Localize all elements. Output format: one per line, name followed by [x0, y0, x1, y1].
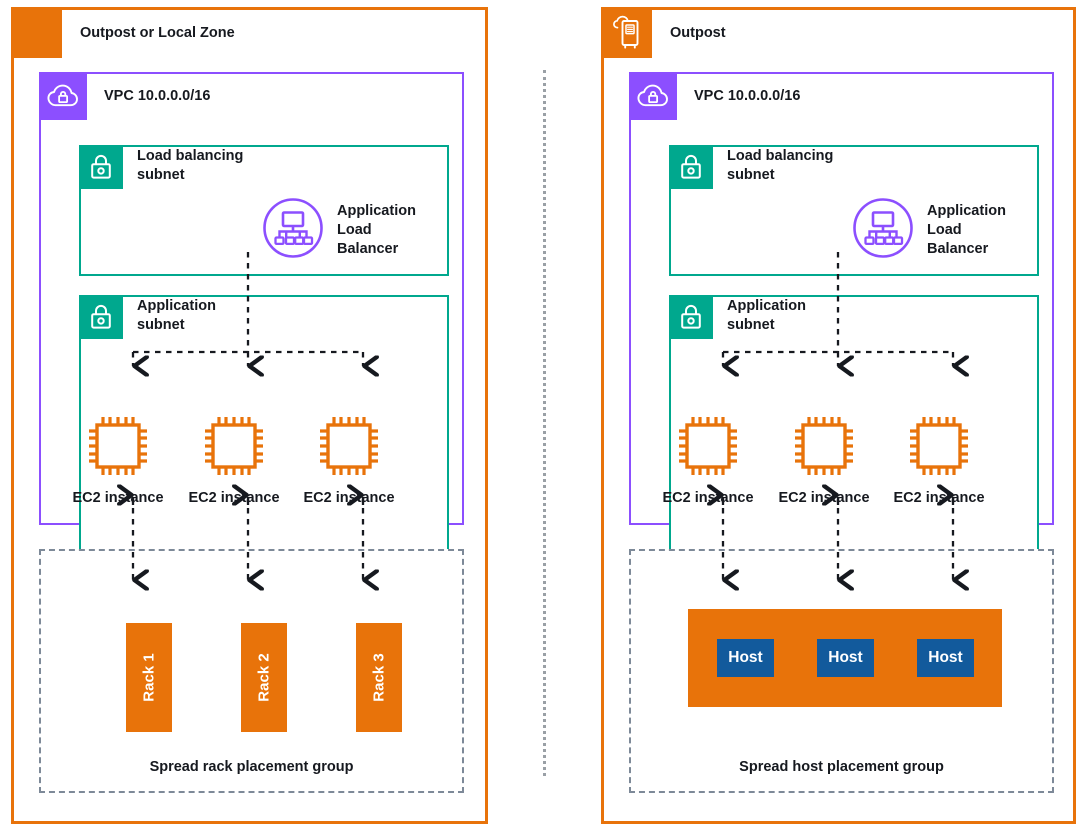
- ec2-instance-icon: [795, 417, 853, 475]
- panel-header-left: Outpost or Local Zone: [11, 7, 235, 58]
- ec2-instance-right-2[interactable]: EC2 instance: [776, 412, 872, 506]
- subnet-label-lb-right-line1: Load balancing: [727, 148, 834, 164]
- subnet-application-right: Application subnet EC2 inst: [662, 295, 1039, 555]
- ec2-label-right-2: EC2 instance: [778, 490, 870, 506]
- panel-outpost: Outpost VPC 10.0.0.0/16: [601, 7, 1076, 824]
- rack-2[interactable]: Rack 2: [241, 623, 287, 732]
- ec2-instance-icon: [910, 417, 968, 475]
- ec2-instance-icon: [205, 417, 263, 475]
- subnet-lock-icon: [79, 145, 123, 189]
- subnet-application-left: Application subnet: [72, 295, 449, 555]
- host-3-label: Host: [928, 649, 963, 666]
- vpc-header-left: VPC 10.0.0.0/16: [39, 72, 210, 120]
- subnet-label-lb-right: Load balancing subnet: [727, 147, 833, 186]
- subnet-label-app-left: Application subnet: [137, 297, 216, 336]
- ec2-label-right-3: EC2 instance: [893, 490, 985, 506]
- rack-1-label: Rack 1: [140, 653, 158, 702]
- panel-divider: [543, 70, 546, 776]
- host-3[interactable]: Host: [917, 639, 974, 677]
- vpc-cloud-lock-icon: [39, 72, 87, 120]
- alb-label-left-line2: Load: [337, 221, 372, 238]
- subnet-header-lb-right: Load balancing subnet: [669, 145, 833, 189]
- subnet-load-balancing-right: Load balancing subnet: [669, 145, 1039, 276]
- application-load-balancer-icon: [852, 197, 914, 264]
- ec2-instance-left-2[interactable]: EC2 instance: [186, 412, 282, 506]
- ec2-instance-right-3[interactable]: EC2 instance: [891, 412, 987, 506]
- subnet-label-lb-left-line1: Load balancing: [137, 148, 244, 164]
- application-load-balancer-left[interactable]: Application Load Balancer: [262, 197, 416, 264]
- ec2-instance-left-3[interactable]: EC2 instance: [301, 412, 397, 506]
- vpc-box-left: VPC 10.0.0.0/16 Load balancing subnet: [39, 72, 464, 555]
- rack-2-label: Rack 2: [255, 653, 273, 702]
- subnet-label-app-left-line2: subnet: [137, 317, 185, 334]
- placement-group-host: Host Host Host Spread host placement gro…: [629, 549, 1054, 793]
- vpc-label-right: VPC 10.0.0.0/16: [694, 88, 801, 104]
- panel-title-left: Outpost or Local Zone: [80, 24, 235, 41]
- host-1[interactable]: Host: [717, 639, 774, 677]
- subnet-load-balancing-left: Load balancing subnet: [79, 145, 449, 276]
- ec2-instance-icon: [89, 417, 147, 475]
- alb-label-right-line2: Load: [927, 221, 962, 238]
- host-1-label: Host: [728, 649, 763, 666]
- application-load-balancer-icon: [262, 197, 324, 264]
- alb-label-left-line1: Application: [337, 202, 416, 219]
- rack-3-label: Rack 3: [370, 653, 388, 702]
- subnet-label-lb-right-line2: subnet: [727, 167, 775, 184]
- host-2[interactable]: Host: [817, 639, 874, 677]
- placement-group-rack-label: Spread rack placement group: [149, 759, 354, 775]
- application-load-balancer-label-right: Application Load Balancer: [927, 202, 1006, 260]
- subnet-label-lb-left-line2: subnet: [137, 167, 185, 184]
- subnet-lock-icon: [669, 295, 713, 339]
- panel-title-right: Outpost: [670, 24, 726, 41]
- placement-group-rack: Rack 1 Rack 2 Rack 3 Spread rack placeme…: [39, 549, 464, 793]
- subnet-lock-icon: [669, 145, 713, 189]
- application-load-balancer-label-left: Application Load Balancer: [337, 202, 416, 260]
- subnet-label-app-right-line2: subnet: [727, 317, 775, 334]
- ec2-instance-left-1[interactable]: EC2 instance: [70, 412, 166, 506]
- subnet-header-app-right: Application subnet: [669, 295, 806, 339]
- vpc-label-left: VPC 10.0.0.0/16: [104, 88, 211, 104]
- vpc-cloud-lock-icon: [629, 72, 677, 120]
- host-2-label: Host: [828, 649, 863, 666]
- subnet-label-app-right: Application subnet: [727, 297, 806, 336]
- alb-label-right-line3: Balancer: [927, 241, 989, 258]
- panel-outpost-or-local-zone: Outpost or Local Zone VPC 10.0.0.0/16: [11, 7, 488, 824]
- vpc-header-right: VPC 10.0.0.0/16: [629, 72, 800, 120]
- application-load-balancer-right[interactable]: Application Load Balancer: [852, 197, 1006, 264]
- placement-group-host-label: Spread host placement group: [739, 759, 944, 775]
- ec2-instance-icon: [679, 417, 737, 475]
- subnet-lock-icon: [79, 295, 123, 339]
- rack-3[interactable]: Rack 3: [356, 623, 402, 732]
- outpost-rack-icon: [601, 7, 652, 58]
- panel-header-swatch-left: [11, 7, 62, 58]
- subnet-label-app-left-line1: Application: [137, 298, 216, 314]
- ec2-label-left-2: EC2 instance: [188, 490, 280, 506]
- subnet-header-app-left: Application subnet: [79, 295, 216, 339]
- panel-header-right: Outpost: [601, 7, 726, 58]
- subnet-label-lb-left: Load balancing subnet: [137, 147, 243, 186]
- alb-label-right-line1: Application: [927, 202, 1006, 219]
- subnet-label-app-right-line1: Application: [727, 298, 806, 314]
- subnet-header-lb-left: Load balancing subnet: [79, 145, 243, 189]
- rack-1[interactable]: Rack 1: [126, 623, 172, 732]
- alb-label-left-line3: Balancer: [337, 241, 399, 258]
- ec2-label-right-1: EC2 instance: [662, 490, 754, 506]
- vpc-box-right: VPC 10.0.0.0/16 Load balancing subnet: [629, 72, 1054, 555]
- ec2-instance-right-1[interactable]: EC2 instance: [660, 412, 756, 506]
- ec2-label-left-1: EC2 instance: [72, 490, 164, 506]
- ec2-label-left-3: EC2 instance: [303, 490, 395, 506]
- ec2-instance-icon: [320, 417, 378, 475]
- outpost-host-strip: Host Host Host: [688, 609, 1002, 707]
